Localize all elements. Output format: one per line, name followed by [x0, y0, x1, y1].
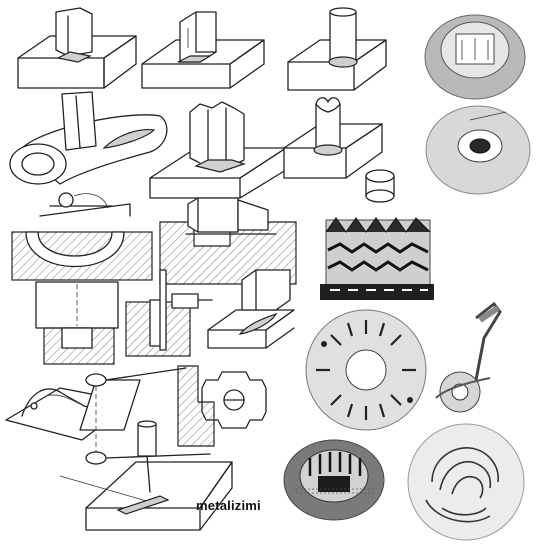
- triangular-punch-on-plate: [17, 7, 137, 89]
- gear-stack-photo: [320, 217, 434, 300]
- perforated-disc-photo: [305, 309, 427, 431]
- square-punch-on-plate: [141, 11, 265, 89]
- step-bracket-section: [177, 365, 215, 447]
- block-and-die-section: [35, 281, 119, 365]
- cutting-torch-setup: [79, 367, 211, 465]
- punch-and-crescent-die: [207, 269, 295, 349]
- heart-punch-on-plate: [283, 97, 383, 179]
- caption-label: metalizimi: [196, 498, 261, 513]
- small-cylinder-blank: [365, 169, 395, 203]
- cylindrical-punch-on-plate: [287, 7, 387, 91]
- grinding-wheel-photo-2: [425, 105, 531, 195]
- grinding-wheel-photo-1: [424, 14, 526, 100]
- stepped-groove-die: [159, 197, 297, 285]
- laser-cutting-nozzle: [59, 420, 233, 531]
- star-punch-on-plate: [149, 101, 287, 199]
- spiral-disc-photo: [407, 423, 525, 541]
- drill-bit-in-slot: [125, 269, 213, 357]
- arc-die-section: [11, 192, 153, 281]
- ring-and-rod-assembly: [9, 91, 168, 185]
- cross-shaped-blank: [201, 371, 267, 429]
- slotted-ring-photo: [283, 439, 385, 521]
- wrench-tool-photo: [435, 301, 502, 413]
